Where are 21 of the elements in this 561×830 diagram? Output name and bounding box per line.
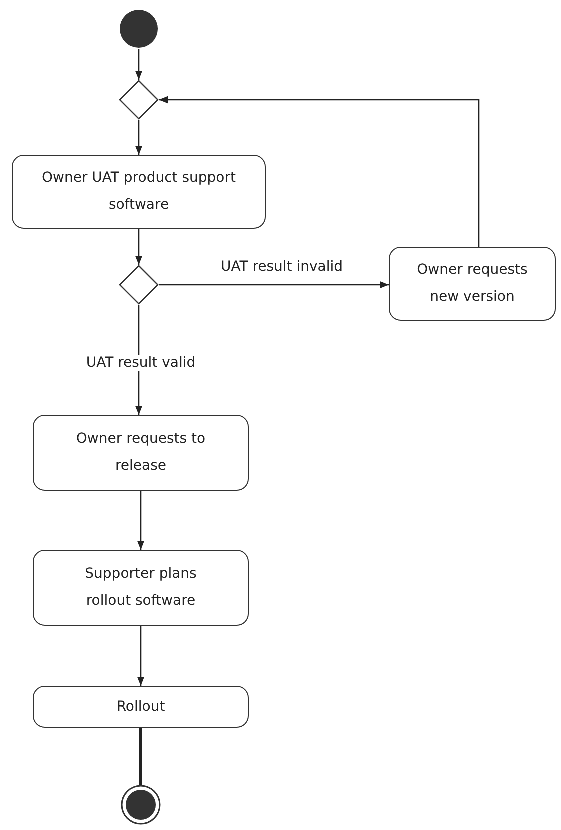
arrow [137, 626, 145, 686]
arrow [137, 491, 145, 550]
activity-label: Rollout [116, 698, 166, 716]
decision-diamond [119, 265, 159, 305]
arrow [135, 120, 143, 155]
activity-box [12, 155, 266, 229]
activity-box [33, 686, 249, 728]
arrow [159, 281, 389, 289]
activity-label: Owner requests to release [75, 430, 207, 476]
end-node [121, 785, 161, 825]
arrow [159, 96, 480, 247]
arrow [135, 49, 143, 80]
decision-diamond [119, 80, 159, 120]
arrow [135, 229, 143, 265]
activity-label: Owner requests new version [416, 261, 529, 307]
activity-label: Supporter plans rollout software [84, 565, 198, 611]
start-node [119, 9, 159, 49]
activity-label: Owner UAT product support software [41, 169, 237, 215]
activity-box [33, 550, 249, 626]
activity-box [33, 415, 249, 491]
activity-box [389, 247, 556, 321]
